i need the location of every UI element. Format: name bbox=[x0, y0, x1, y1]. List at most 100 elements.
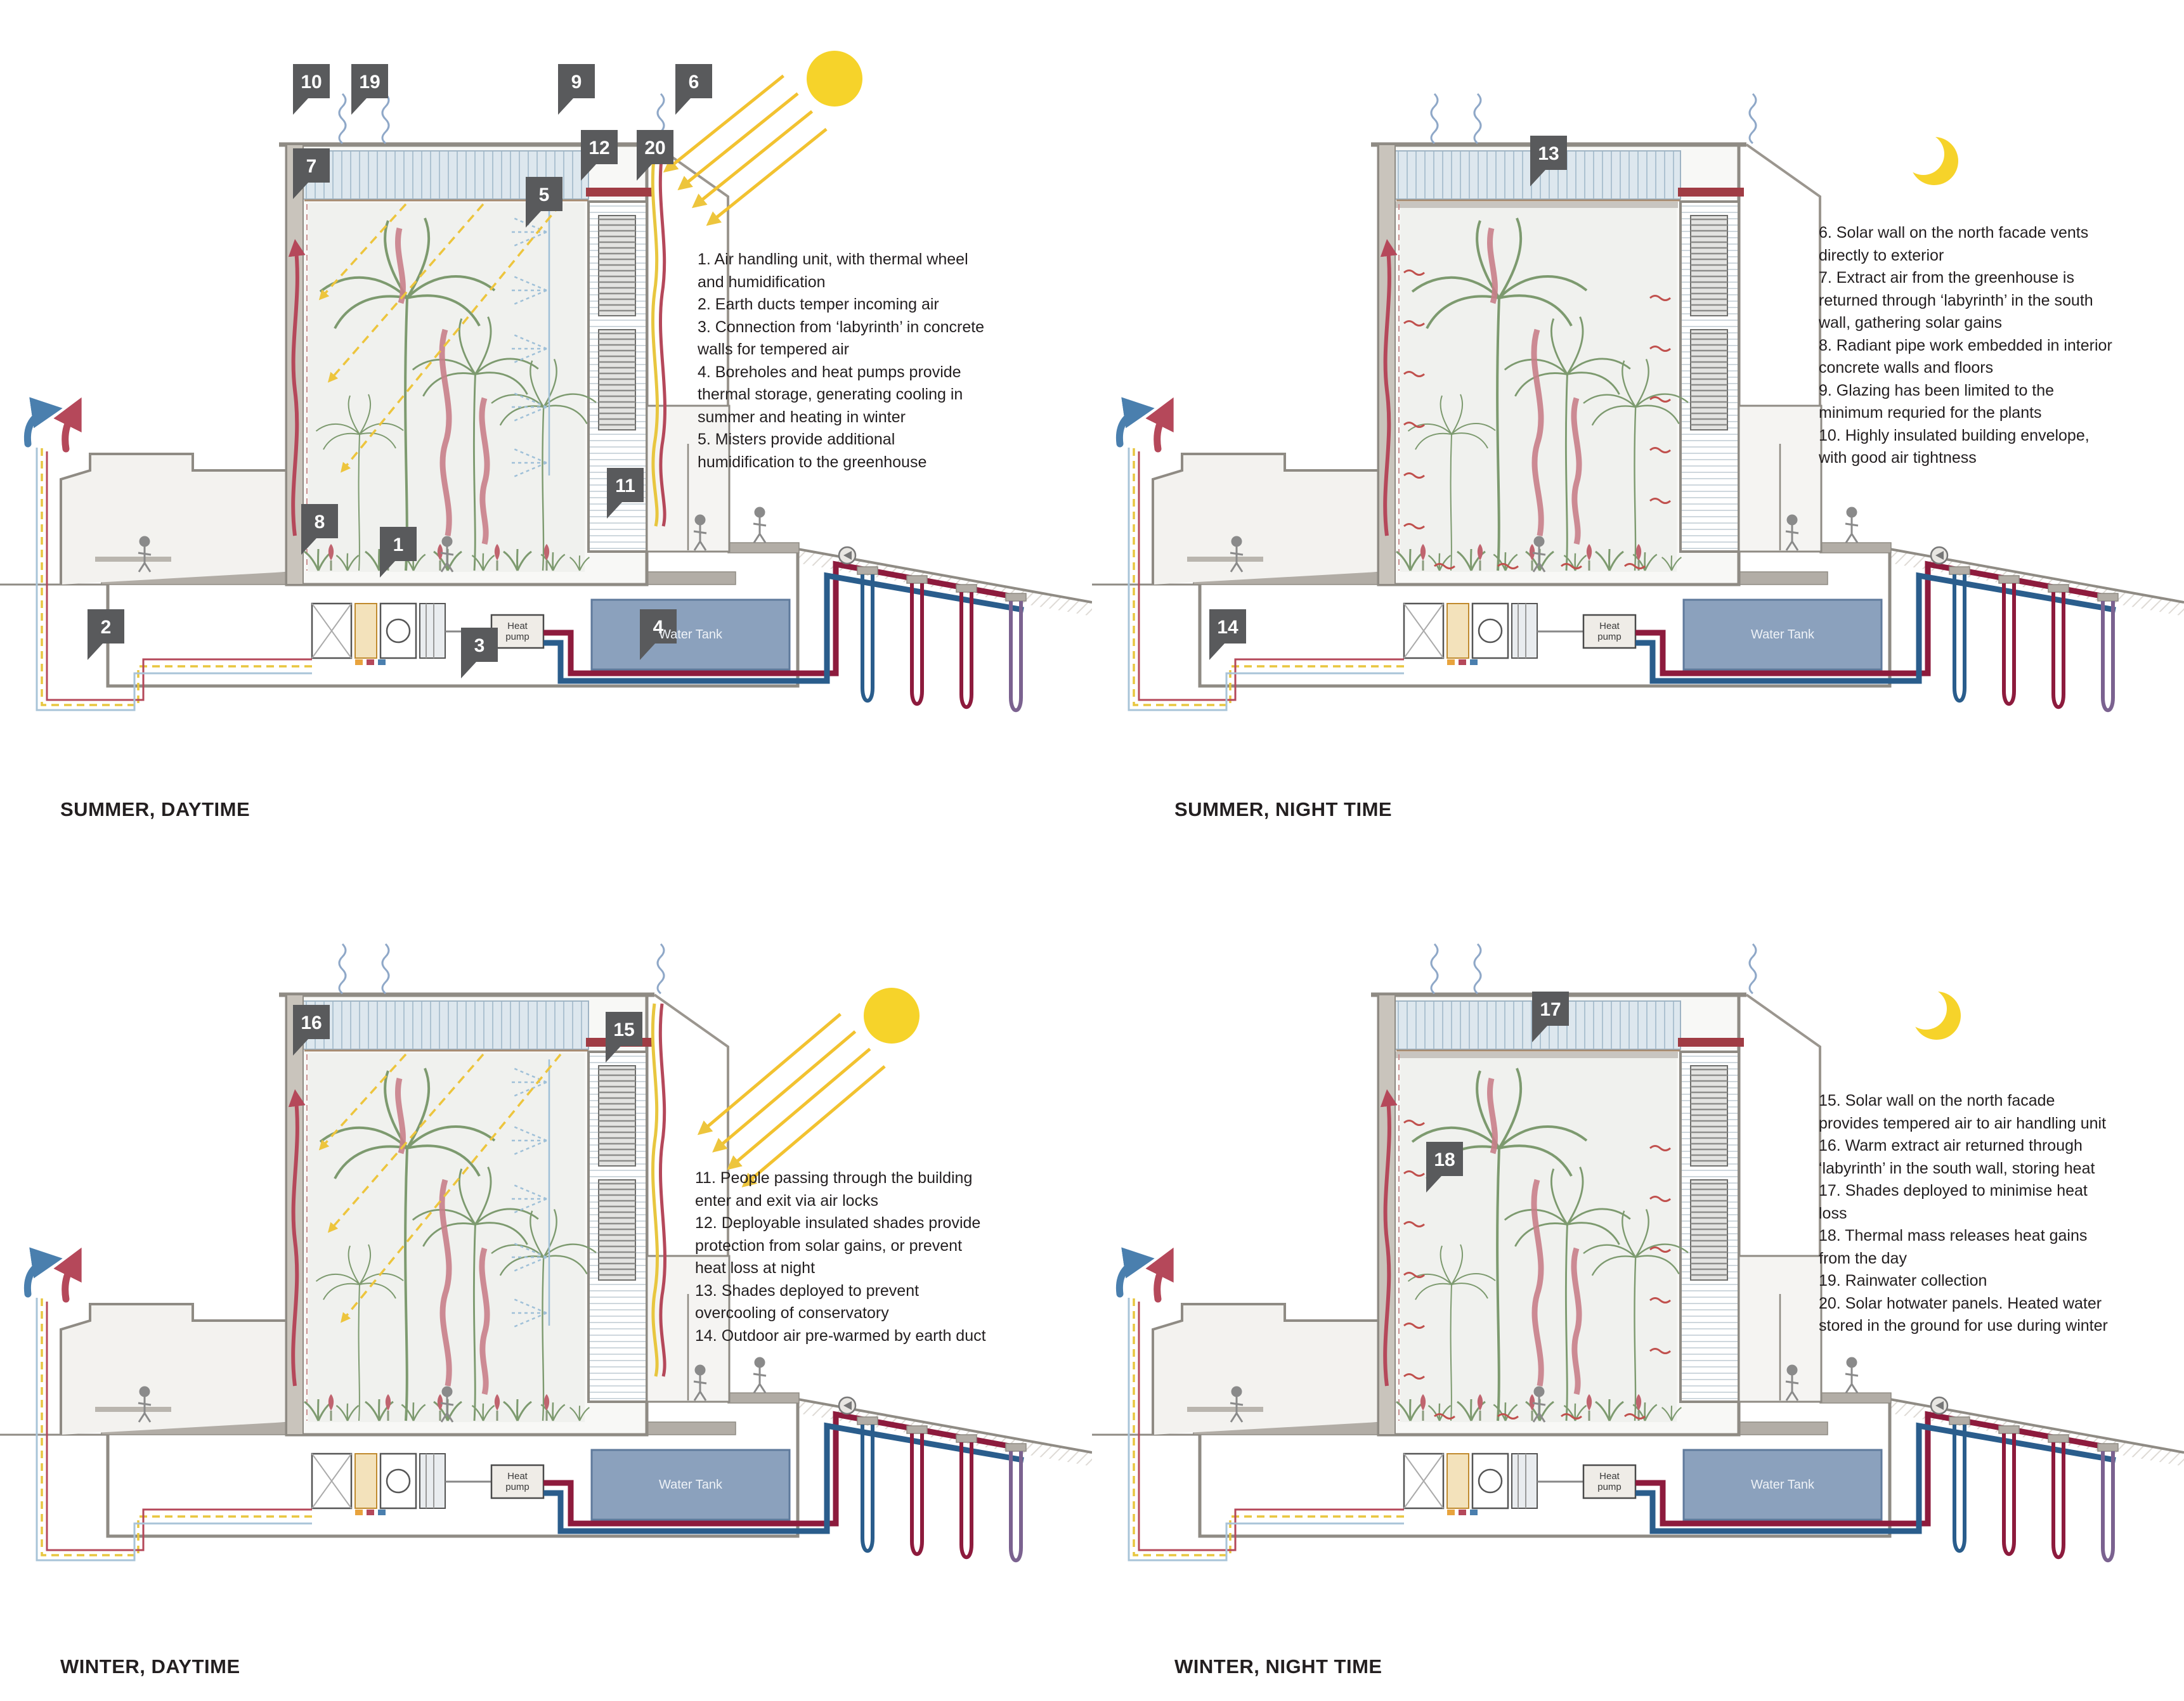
marker-tag-6: 6 bbox=[675, 64, 712, 115]
svg-text:8: 8 bbox=[315, 512, 325, 533]
heat-pump-label: Heat pump bbox=[505, 1470, 530, 1492]
extract-air-arrow bbox=[288, 238, 306, 536]
svg-text:6: 6 bbox=[689, 72, 699, 93]
heat-pump-label: Heat pump bbox=[1597, 1470, 1622, 1492]
marker-tag-7: 7 bbox=[293, 148, 330, 199]
boreholes bbox=[1930, 1396, 2119, 1562]
radiant-heat-marks bbox=[1403, 269, 1671, 569]
svg-text:12: 12 bbox=[588, 138, 609, 158]
svg-text:19: 19 bbox=[359, 72, 380, 93]
annotation-notes: 15. Solar wall on the north facade provi… bbox=[1819, 1092, 2108, 1335]
marker-tag-9: 9 bbox=[558, 64, 595, 115]
panel-caption: SUMMER, NIGHT TIME bbox=[1174, 798, 1393, 820]
air-handling-unit bbox=[1403, 602, 1583, 665]
heat-pump bbox=[1582, 1464, 1637, 1499]
boreholes bbox=[838, 1396, 1027, 1562]
misters bbox=[507, 209, 550, 478]
service-pipes-left bbox=[1128, 444, 1404, 711]
pink-foliage-ribbons bbox=[395, 227, 490, 545]
marker-tag-12: 12 bbox=[581, 130, 618, 181]
sunlight-arrows bbox=[318, 1053, 562, 1323]
sun-icon bbox=[807, 51, 862, 107]
panel-caption: WINTER, DAYTIME bbox=[60, 1655, 240, 1678]
svg-text:9: 9 bbox=[571, 72, 582, 93]
svg-text:7: 7 bbox=[306, 156, 317, 177]
marker-tag-13: 13 bbox=[1530, 136, 1567, 186]
svg-text:2: 2 bbox=[101, 617, 112, 638]
heat-pump bbox=[1582, 614, 1637, 649]
deployed-shade bbox=[1393, 1052, 1678, 1058]
marker-tag-17: 17 bbox=[1532, 992, 1569, 1042]
extract-air-arrow bbox=[1380, 238, 1398, 536]
left-annex-building bbox=[60, 453, 288, 585]
deployed-shade bbox=[1393, 202, 1678, 208]
water-tank-label: Water Tank bbox=[1750, 1477, 1815, 1492]
outdoor-air-arrows bbox=[1115, 397, 1174, 453]
svg-text:13: 13 bbox=[1538, 143, 1559, 164]
water-tank-label: Water Tank bbox=[658, 1477, 723, 1492]
extract-air-arrow bbox=[288, 1089, 306, 1387]
service-pipes-left bbox=[36, 1294, 312, 1562]
svg-text:3: 3 bbox=[474, 635, 485, 656]
air-handling-unit bbox=[311, 602, 491, 665]
svg-text:15: 15 bbox=[613, 1019, 634, 1040]
roof-vent-coils bbox=[338, 943, 665, 995]
water-tank bbox=[1682, 1449, 1883, 1521]
left-annex-building bbox=[60, 1303, 288, 1435]
sun-icon bbox=[864, 988, 920, 1044]
pink-foliage-ribbons bbox=[1487, 1077, 1582, 1395]
svg-text:10: 10 bbox=[301, 72, 322, 93]
marker-tag-4: 4 bbox=[640, 609, 677, 660]
annotation-notes: 1. Air handling unit, with thermal wheel… bbox=[698, 250, 985, 471]
solar-wall-ribbon bbox=[651, 153, 666, 527]
heat-pump-label: Heat pump bbox=[1597, 620, 1622, 642]
solar-wall-ribbon bbox=[651, 1003, 666, 1377]
marker-tag-16: 16 bbox=[293, 1005, 330, 1056]
water-tank-label: Water Tank bbox=[658, 627, 723, 642]
marker-tag-8: 8 bbox=[301, 504, 338, 555]
svg-text:11: 11 bbox=[615, 475, 635, 496]
entrance-lobby bbox=[1738, 404, 1823, 553]
marker-tag-18: 18 bbox=[1426, 1142, 1463, 1193]
outdoor-air-arrows bbox=[1115, 1247, 1174, 1303]
sun-rays bbox=[697, 1012, 886, 1187]
boreholes bbox=[1930, 546, 2119, 712]
ahu-tower bbox=[1678, 1038, 1744, 1403]
outdoor-air-arrows bbox=[23, 1247, 82, 1303]
panel-caption: SUMMER, DAYTIME bbox=[60, 798, 250, 820]
marker-tag-2: 2 bbox=[88, 609, 124, 660]
outdoor-air-arrows bbox=[23, 397, 82, 453]
ahu-tower bbox=[1678, 188, 1744, 553]
marker-tag-11: 11 bbox=[607, 468, 644, 519]
moon-icon bbox=[1902, 133, 1958, 185]
roof-vent-coils bbox=[1430, 943, 1757, 995]
heat-pump-label: Heat pump bbox=[505, 620, 530, 642]
greenhouse bbox=[279, 142, 729, 586]
air-handling-unit bbox=[311, 1452, 491, 1515]
pink-foliage-ribbons bbox=[1487, 227, 1582, 545]
svg-text:17: 17 bbox=[1540, 999, 1561, 1020]
svg-text:4: 4 bbox=[653, 617, 664, 638]
annotation-notes: 6. Solar wall on the north facade vents … bbox=[1819, 224, 2112, 467]
extract-air-arrow bbox=[1380, 1089, 1398, 1387]
boreholes bbox=[838, 546, 1027, 712]
marker-tag-20: 20 bbox=[637, 130, 673, 181]
sun-rays bbox=[663, 74, 828, 226]
marker-tag-19: 19 bbox=[351, 64, 388, 115]
service-pipes-left bbox=[1128, 1294, 1404, 1562]
marker-tag-1: 1 bbox=[380, 527, 417, 578]
service-pipes-left bbox=[36, 444, 312, 711]
entrance-lobby bbox=[1738, 1255, 1823, 1403]
pink-foliage-ribbons bbox=[395, 1077, 490, 1395]
